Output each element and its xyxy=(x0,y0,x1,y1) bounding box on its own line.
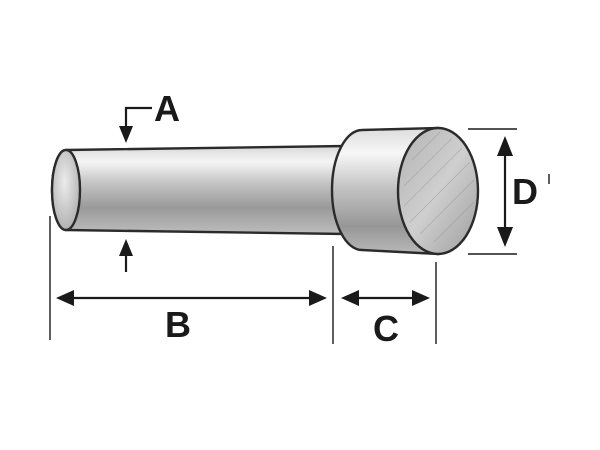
head-face xyxy=(396,126,480,256)
stud-head xyxy=(330,126,480,256)
dimension-a: A xyxy=(119,88,180,272)
label-d: D xyxy=(512,171,538,212)
label-a: A xyxy=(154,88,180,129)
face-hatching xyxy=(403,131,475,243)
dimension-d-bottom-arrowhead xyxy=(497,227,513,247)
dimension-b-left-arrowhead xyxy=(56,290,74,306)
dimension-a-top-arrowhead xyxy=(119,126,133,143)
stud-shaft xyxy=(50,144,347,236)
label-c: C xyxy=(373,308,399,349)
dimension-b-right-arrowhead xyxy=(309,290,327,306)
dimension-d-top-arrowhead xyxy=(497,136,513,156)
dimension-c-left-arrowhead xyxy=(341,290,359,306)
dimension-b: B xyxy=(49,216,334,345)
label-b: B xyxy=(165,304,191,345)
dimension-a-top-leader xyxy=(124,106,152,132)
dimension-c-right-arrowhead xyxy=(412,290,430,306)
dimension-a-bottom-arrowhead xyxy=(119,239,133,256)
dimension-c: C xyxy=(341,262,437,349)
dimension-d: D xyxy=(468,128,550,255)
